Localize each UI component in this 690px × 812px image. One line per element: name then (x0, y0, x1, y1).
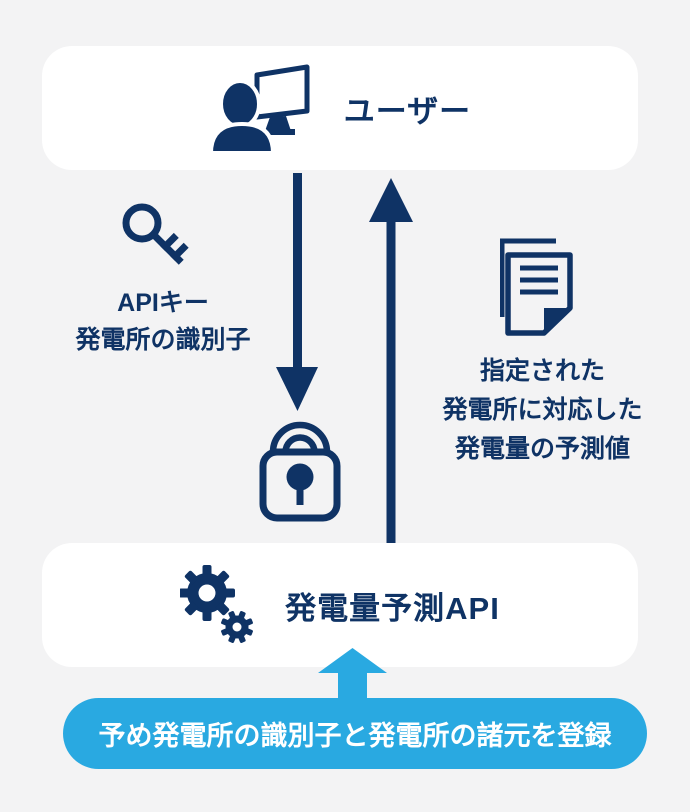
api-box: 発電量予測API (42, 543, 638, 667)
gears-icon (180, 565, 254, 643)
api-box-label: 発電量予測API (285, 590, 500, 626)
key-icon (122, 203, 189, 265)
request-line-2: 発電所の識別子 (75, 326, 251, 354)
request-label: APIキー 発電所の識別子 (38, 190, 288, 359)
registration-banner-label: 予め発電所の識別子と発電所の諸元を登録 (98, 721, 612, 751)
lock-icon (259, 421, 341, 522)
registration-banner: 予め発電所の識別子と発電所の諸元を登録 (63, 698, 647, 769)
response-line-2: 発電所に対応した (442, 396, 643, 424)
response-line-1: 指定された (479, 357, 605, 385)
user-at-monitor-icon (208, 64, 310, 153)
request-down-arrow (276, 173, 318, 411)
response-line-3: 発電量の予測値 (454, 435, 630, 463)
response-label: 指定された 発電所に対応した 発電量の予測値 (425, 237, 660, 469)
user-box: ユーザー (42, 46, 638, 170)
registration-up-arrow (318, 648, 387, 700)
user-box-label: ユーザー (343, 93, 472, 129)
response-up-arrow (369, 178, 413, 545)
documents-icon (500, 238, 573, 336)
request-line-1: APIキー (117, 289, 209, 317)
